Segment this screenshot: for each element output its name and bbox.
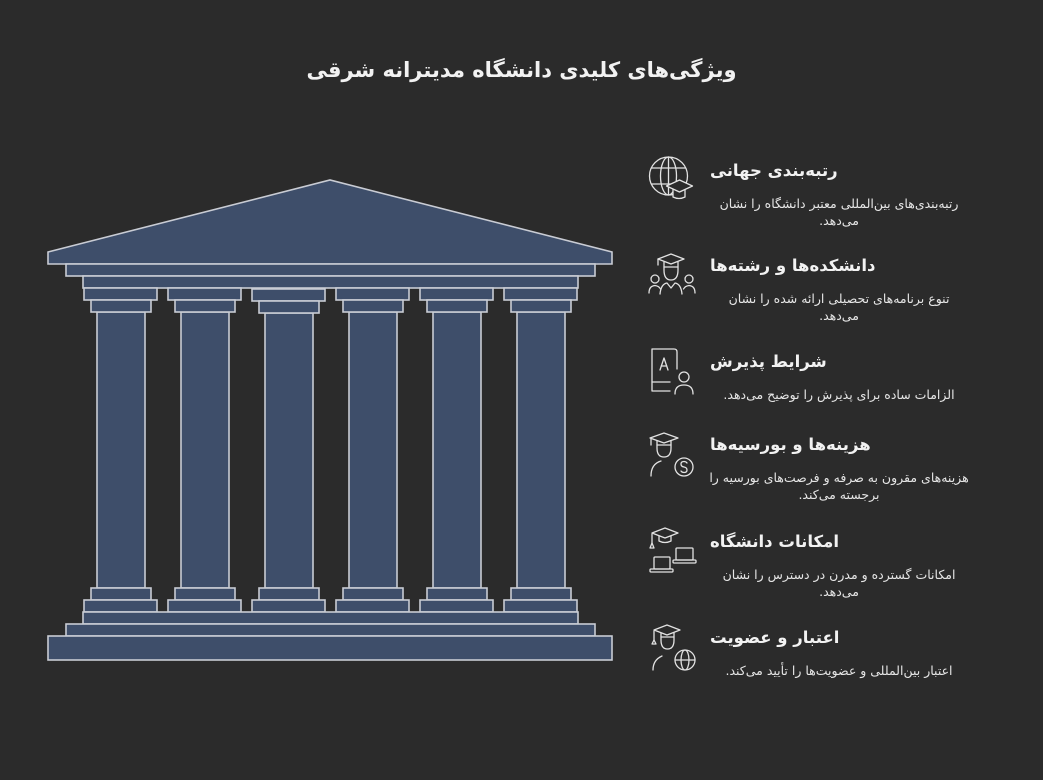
feature-university-facilities: امکانات دانشگاه امکانات گسترده و مدرن در… [708,529,970,600]
feature-global-ranking: رتبه‌بندی جهانی رتبه‌بندی‌های بین‌المللی… [708,158,970,229]
feature-title: شرایط پذیرش [710,352,827,371]
column [251,288,326,613]
feature-title: اعتبار و عضویت [710,628,840,647]
feature-accreditation-membership: اعتبار و عضویت اعتبار بین‌المللی و عضویت… [708,625,970,679]
feature-faculties-majors: دانشکده‌ها و رشته‌ها تنوع برنامه‌های تحص… [708,253,970,324]
roof-pediment [47,179,613,265]
feature-description: تنوع برنامه‌های تحصیلی ارائه شده را نشان… [728,291,950,323]
feature-admission-requirements: شرایط پذیرش الزامات ساده برای پذیرش را ت… [708,349,970,403]
students-group-icon [648,250,698,300]
column [419,287,494,613]
feature-description: هزینه‌های مقرون به صرفه و فرصت‌های بورسی… [709,470,969,502]
feature-description: الزامات ساده برای پذیرش را توضیح می‌دهد. [723,387,955,402]
base-step-3 [47,635,613,661]
feature-title: دانشکده‌ها و رشته‌ها [710,256,876,275]
graduation-cap-laptops-icon [648,526,698,576]
column [83,287,158,613]
column [335,287,410,613]
column [167,287,242,613]
feature-title: رتبه‌بندی جهانی [710,161,838,180]
column [503,287,578,613]
entablature-top [65,263,596,277]
feature-description: اعتبار بین‌المللی و عضویت‌ها را تأیید می… [725,663,953,678]
feature-costs-scholarships: هزینه‌ها و بورسیه‌ها هزینه‌های مقرون به … [708,432,970,503]
feature-title: امکانات دانشگاه [710,532,840,551]
feature-description: رتبه‌بندی‌های بین‌المللی معتبر دانشگاه ر… [719,196,959,228]
graduate-globe-icon [648,622,698,672]
graduate-dollar-coin-icon [648,430,698,480]
feature-title: هزینه‌ها و بورسیه‌ها [710,435,871,454]
globe-graduation-cap-icon [648,154,698,204]
application-form-user-icon [648,347,698,397]
base-step-1 [82,611,579,625]
base-step-2 [65,623,596,637]
page-title: ویژگی‌های کلیدی دانشگاه مدیترانه شرقی [306,58,737,82]
feature-description: امکانات گسترده و مدرن در دسترس را نشان م… [722,567,956,599]
entablature-bottom [82,275,579,289]
